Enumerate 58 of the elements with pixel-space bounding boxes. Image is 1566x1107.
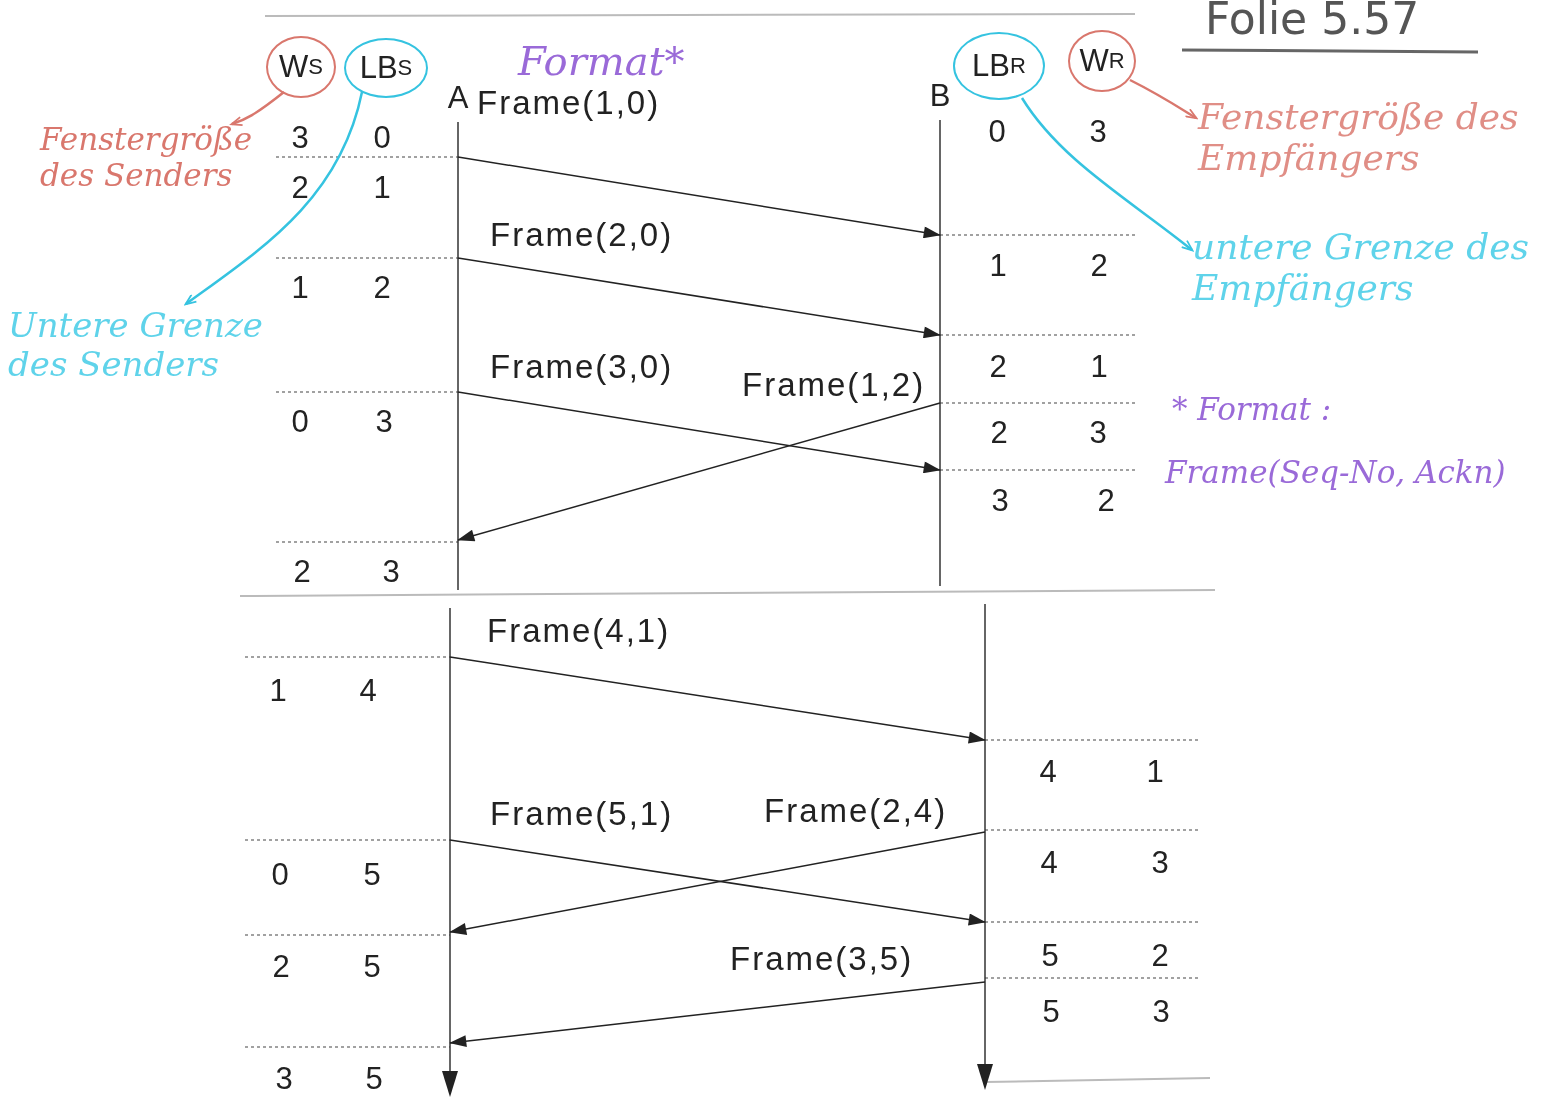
window-value: 4: [359, 674, 377, 706]
window-value: 2: [1151, 939, 1169, 971]
leader-line: [230, 91, 285, 126]
handwritten-note: Fenstergröße des Senders: [40, 122, 262, 194]
window-value: 3: [991, 484, 1009, 516]
window-value: 2: [293, 555, 311, 587]
handwritten-note: Fenstergröße des Empfängers: [1198, 96, 1548, 179]
window-value: 0: [373, 121, 391, 153]
message-arrow: [449, 839, 986, 926]
message-arrow: [449, 981, 986, 1048]
window-value: 2: [990, 416, 1008, 448]
window-value: 4: [1039, 755, 1057, 787]
window-value: 2: [373, 271, 391, 303]
window-value: 2: [291, 171, 309, 203]
window-value: 3: [1151, 846, 1169, 878]
participant-label: B: [928, 80, 952, 111]
window-value: 1: [269, 674, 287, 706]
leader-line: [1129, 78, 1198, 120]
message-arrow: [457, 156, 941, 239]
window-value: 1: [1146, 755, 1164, 787]
window-value: 5: [365, 1062, 383, 1094]
message-arrow: [449, 656, 986, 744]
window-value: 2: [1090, 249, 1108, 281]
participant-label: A: [446, 82, 470, 113]
leader-line: [1020, 97, 1194, 252]
window-value: 2: [272, 950, 290, 982]
message-arrow: [457, 257, 941, 339]
window-value: 3: [375, 405, 393, 437]
message-arrow: [457, 391, 941, 474]
window-value: 2: [989, 350, 1007, 382]
handwritten-note: Format*: [518, 38, 685, 84]
window-value: 1: [989, 249, 1007, 281]
window-value: 5: [363, 950, 381, 982]
window-value: 3: [382, 555, 400, 587]
window-value: 1: [1090, 350, 1108, 382]
window-value: 3: [1089, 115, 1107, 147]
slide-title: Folie 5.57: [1205, 0, 1420, 45]
window-value: 0: [271, 858, 289, 890]
window-value: 0: [291, 405, 309, 437]
window-value: 3: [275, 1062, 293, 1094]
window-value: 1: [291, 271, 309, 303]
window-value: 0: [988, 115, 1006, 147]
window-value: 5: [1042, 995, 1060, 1027]
handwritten-note: Untere Grenze des Senders: [8, 306, 264, 385]
window-value: 2: [1097, 484, 1115, 516]
window-value: 3: [1089, 416, 1107, 448]
window-value: 3: [291, 121, 309, 153]
handwritten-note: * Format :: [1172, 392, 1332, 428]
leader-line: [184, 91, 364, 306]
window-value: 5: [1041, 939, 1059, 971]
window-value: 3: [1152, 995, 1170, 1027]
handwritten-note: untere Grenze des Empfängers: [1192, 226, 1548, 309]
message-arrow: [449, 831, 986, 935]
window-value: 5: [363, 858, 381, 890]
message-arrow: [457, 402, 941, 542]
handwritten-note: Frame(Seq-No, Ackn): [1165, 455, 1506, 491]
window-value: 4: [1040, 846, 1058, 878]
window-value: 1: [373, 171, 391, 203]
